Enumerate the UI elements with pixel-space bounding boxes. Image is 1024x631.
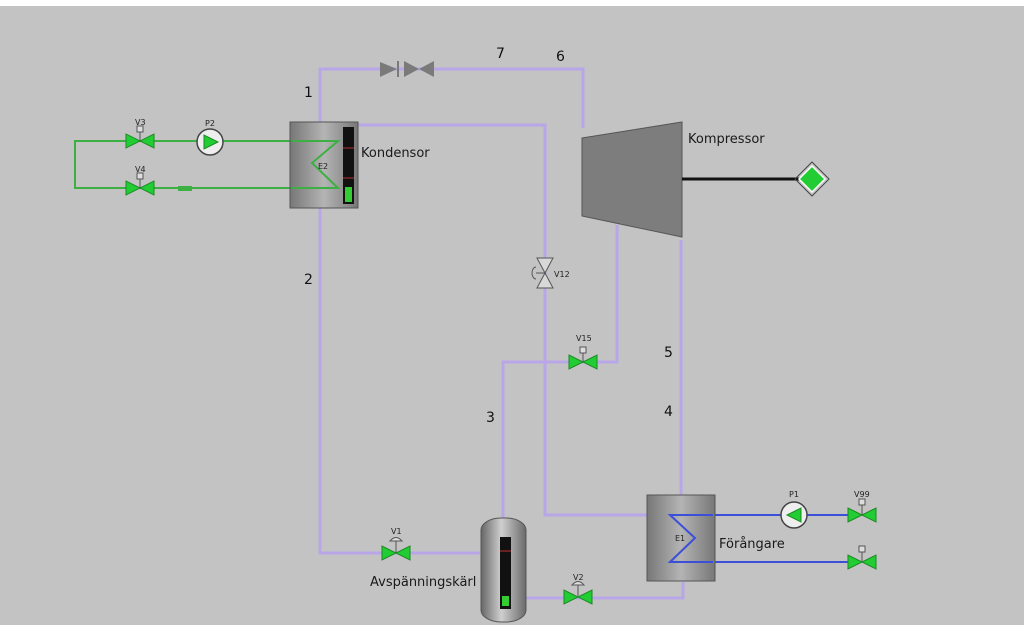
tag-v12: V12 <box>554 270 570 279</box>
flash-tank[interactable] <box>480 517 527 623</box>
valve-body-icon <box>847 507 877 523</box>
valve-actuator-icon <box>579 346 587 354</box>
valve-actuator-icon <box>858 498 866 506</box>
brine-supply-valve[interactable] <box>847 545 877 570</box>
stream-number-3: 3 <box>486 410 495 426</box>
pump-p1[interactable] <box>780 501 808 529</box>
evaporator-coil-icon <box>667 514 713 563</box>
pump-p2[interactable] <box>196 128 224 156</box>
line-tank-to-evaporator <box>526 582 685 600</box>
line-stream-6-7 <box>318 67 585 128</box>
tag-p2: P2 <box>205 119 215 128</box>
tank-level-fill <box>502 596 509 606</box>
stream-number-1: 1 <box>304 85 313 101</box>
tag-e2: E2 <box>318 162 328 171</box>
tag-v4: V4 <box>135 165 146 174</box>
check-valves[interactable] <box>380 61 434 77</box>
valve-body-icon <box>381 545 411 561</box>
valve-actuator-icon <box>531 266 537 280</box>
water-supply-line <box>74 140 290 189</box>
valve-actuator-icon <box>570 581 586 586</box>
valve-body-icon <box>125 180 155 196</box>
condenser-water-loop <box>74 140 290 191</box>
condenser-e2[interactable] <box>289 121 359 209</box>
condenser-coil-icon <box>292 140 341 189</box>
equipment-labels: Kondensor Kompressor Förångare Avspännin… <box>361 132 785 590</box>
tank-level-gauge <box>500 537 511 609</box>
valve-v3[interactable] <box>125 125 155 149</box>
stream-number-4: 4 <box>664 404 673 420</box>
line-condenser-to-evaporator <box>358 123 648 517</box>
tag-p1: P1 <box>789 490 799 499</box>
tag-v1: V1 <box>391 527 402 536</box>
valve-v4[interactable] <box>125 172 155 196</box>
condenser-level-gauge <box>343 127 354 204</box>
label-kompressor: Kompressor <box>688 132 765 147</box>
condenser-level-fill <box>345 187 352 202</box>
stream-number-5: 5 <box>664 345 673 361</box>
check-valve-triangle-icon <box>380 62 397 77</box>
compressor[interactable] <box>581 121 830 238</box>
pump-arrow-icon <box>785 507 802 523</box>
stream-number-7: 7 <box>496 46 505 62</box>
stream-number-6: 6 <box>556 49 565 65</box>
evaporator-body <box>646 494 716 582</box>
tag-v99: V99 <box>854 490 870 499</box>
component-tags: V3 V4 P2 E2 V12 V15 V1 V2 E1 P1 V99 <box>135 118 870 582</box>
line-bypass-v15 <box>501 225 619 520</box>
valve-body-icon <box>847 554 877 570</box>
tag-v15: V15 <box>576 334 592 343</box>
stream-numbers: 1 2 3 4 5 6 7 <box>304 46 673 426</box>
valve-actuator-icon <box>136 125 144 133</box>
valve-v99[interactable] <box>847 498 877 523</box>
valve-body-icon <box>563 589 593 605</box>
valve-v12[interactable] <box>531 257 554 289</box>
gate-valve-icon <box>404 61 434 77</box>
label-avspanningskarl: Avspänningskärl <box>370 575 476 590</box>
valve-v15[interactable] <box>568 346 598 370</box>
valve-actuator-icon <box>136 172 144 180</box>
valve-v1[interactable] <box>381 537 411 561</box>
stream-number-2: 2 <box>304 272 313 288</box>
valve-actuator-icon <box>388 537 404 542</box>
label-kondensor: Kondensor <box>361 146 430 161</box>
valve-actuator-icon <box>858 545 866 553</box>
compressor-body <box>581 121 683 238</box>
refrigerant-lines <box>318 67 685 600</box>
evaporator-e1[interactable] <box>646 494 716 582</box>
valve-body-icon <box>125 133 155 149</box>
tag-v2: V2 <box>573 573 584 582</box>
valve-body-icon <box>568 354 598 370</box>
tag-e1: E1 <box>675 534 685 543</box>
tag-v3: V3 <box>135 118 146 127</box>
motor-diamond-outline <box>794 161 830 197</box>
line-stream-2 <box>318 208 480 555</box>
flow-meter-mark <box>178 186 192 191</box>
motor-diamond-icon[interactable] <box>797 164 827 194</box>
valve-v2[interactable] <box>563 581 593 605</box>
pump-arrow-icon <box>203 134 220 150</box>
label-forangare: Förångare <box>719 537 785 552</box>
